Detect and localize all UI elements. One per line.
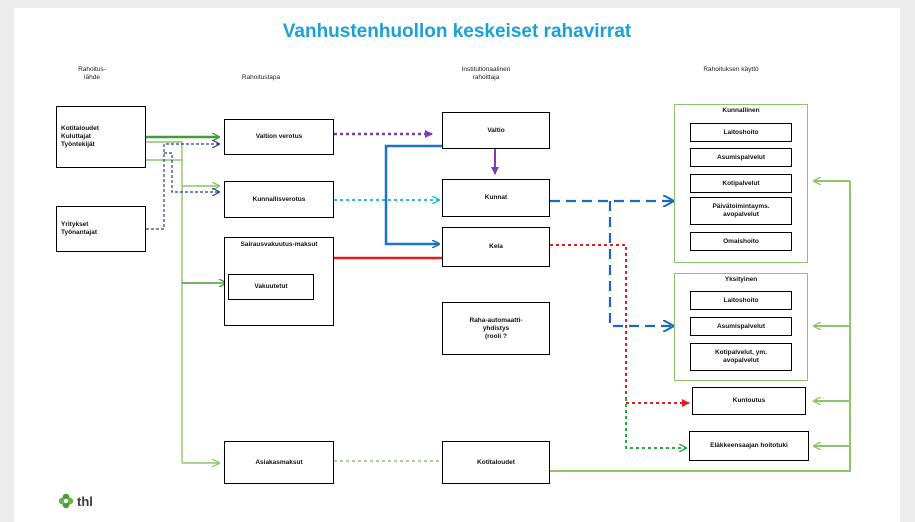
usage-private-item: Asumispalvelut — [690, 317, 792, 336]
box-pension-care: Eläkkeensaajan hoitotuki — [689, 431, 809, 461]
box-households-source: Kotitaloudet Kuluttajat Työntekijät — [56, 106, 146, 168]
usage-private-item: Laitoshoito — [690, 291, 792, 310]
box-companies-source: Yritykset Työnantajat — [56, 206, 146, 252]
header-usage: Rahoituksen käyttö — [703, 66, 759, 73]
arrow-kunnat-private-usage — [608, 201, 674, 326]
arrow-kela-private-usage — [550, 244, 690, 407]
usage-municipal-item: Asumispalvelut — [690, 148, 792, 167]
line-households-trunk — [146, 141, 183, 463]
usage-municipal-item: Päivätoimintayms. avopalvelut — [690, 197, 792, 225]
box-valtio: Valtio — [442, 112, 550, 149]
flow-arrows — [146, 130, 851, 472]
header-institutional: Institutionaalinen rahoittaja — [461, 66, 511, 81]
box-rehab: Kuntoutus — [692, 387, 806, 415]
line-households-usage-loop — [550, 181, 851, 472]
thl-flower-logo-icon — [58, 493, 74, 509]
group-municipal-label: Kunnallinen — [722, 107, 760, 114]
box-insured: Vakuutetut — [228, 274, 314, 300]
thl-logo: thl — [58, 493, 93, 509]
group-municipal: Kunnallinen Laitoshoito Asumispalvelut K… — [674, 104, 808, 263]
arrow-valtio-kela — [384, 144, 442, 244]
arrow-kela-pension-care — [625, 398, 686, 448]
usage-private-item: Kotipalvelut, ym. avopalvelut — [690, 343, 792, 371]
diagram-title: Vanhustenhuollon keskeiset rahavirrat — [282, 21, 632, 42]
header-method: Rahoitustapa — [241, 74, 281, 81]
header-source: Rahoitus- lähde — [78, 66, 106, 81]
box-state-tax: Valtion verotus — [224, 119, 334, 155]
box-kela: Kela — [442, 227, 550, 267]
usage-municipal-item: Kotipalvelut — [690, 174, 792, 193]
box-households-funder: Kotitaloudet — [442, 441, 550, 484]
group-private: Yksityinen Laitoshoito Asumispalvelut Ko… — [674, 273, 808, 381]
usage-municipal-item: Omaishoito — [690, 232, 792, 251]
box-kunnat: Kunnat — [442, 179, 550, 217]
box-municipal-tax: Kunnallisverotus — [224, 181, 334, 218]
arrow-companies-state-tax — [146, 144, 219, 230]
box-ray: Raha-automaatti- yhdistys (rooli ? — [442, 302, 550, 355]
usage-municipal-item: Laitoshoito — [690, 123, 792, 142]
slide: Vanhustenhuollon keskeiset rahavirrat Ra… — [14, 8, 900, 522]
arrow-companies-municipal-tax — [164, 152, 219, 192]
thl-logo-text: thl — [77, 493, 93, 509]
box-client-fees: Asiakasmaksut — [224, 441, 334, 484]
group-private-label: Yksityinen — [724, 276, 758, 283]
